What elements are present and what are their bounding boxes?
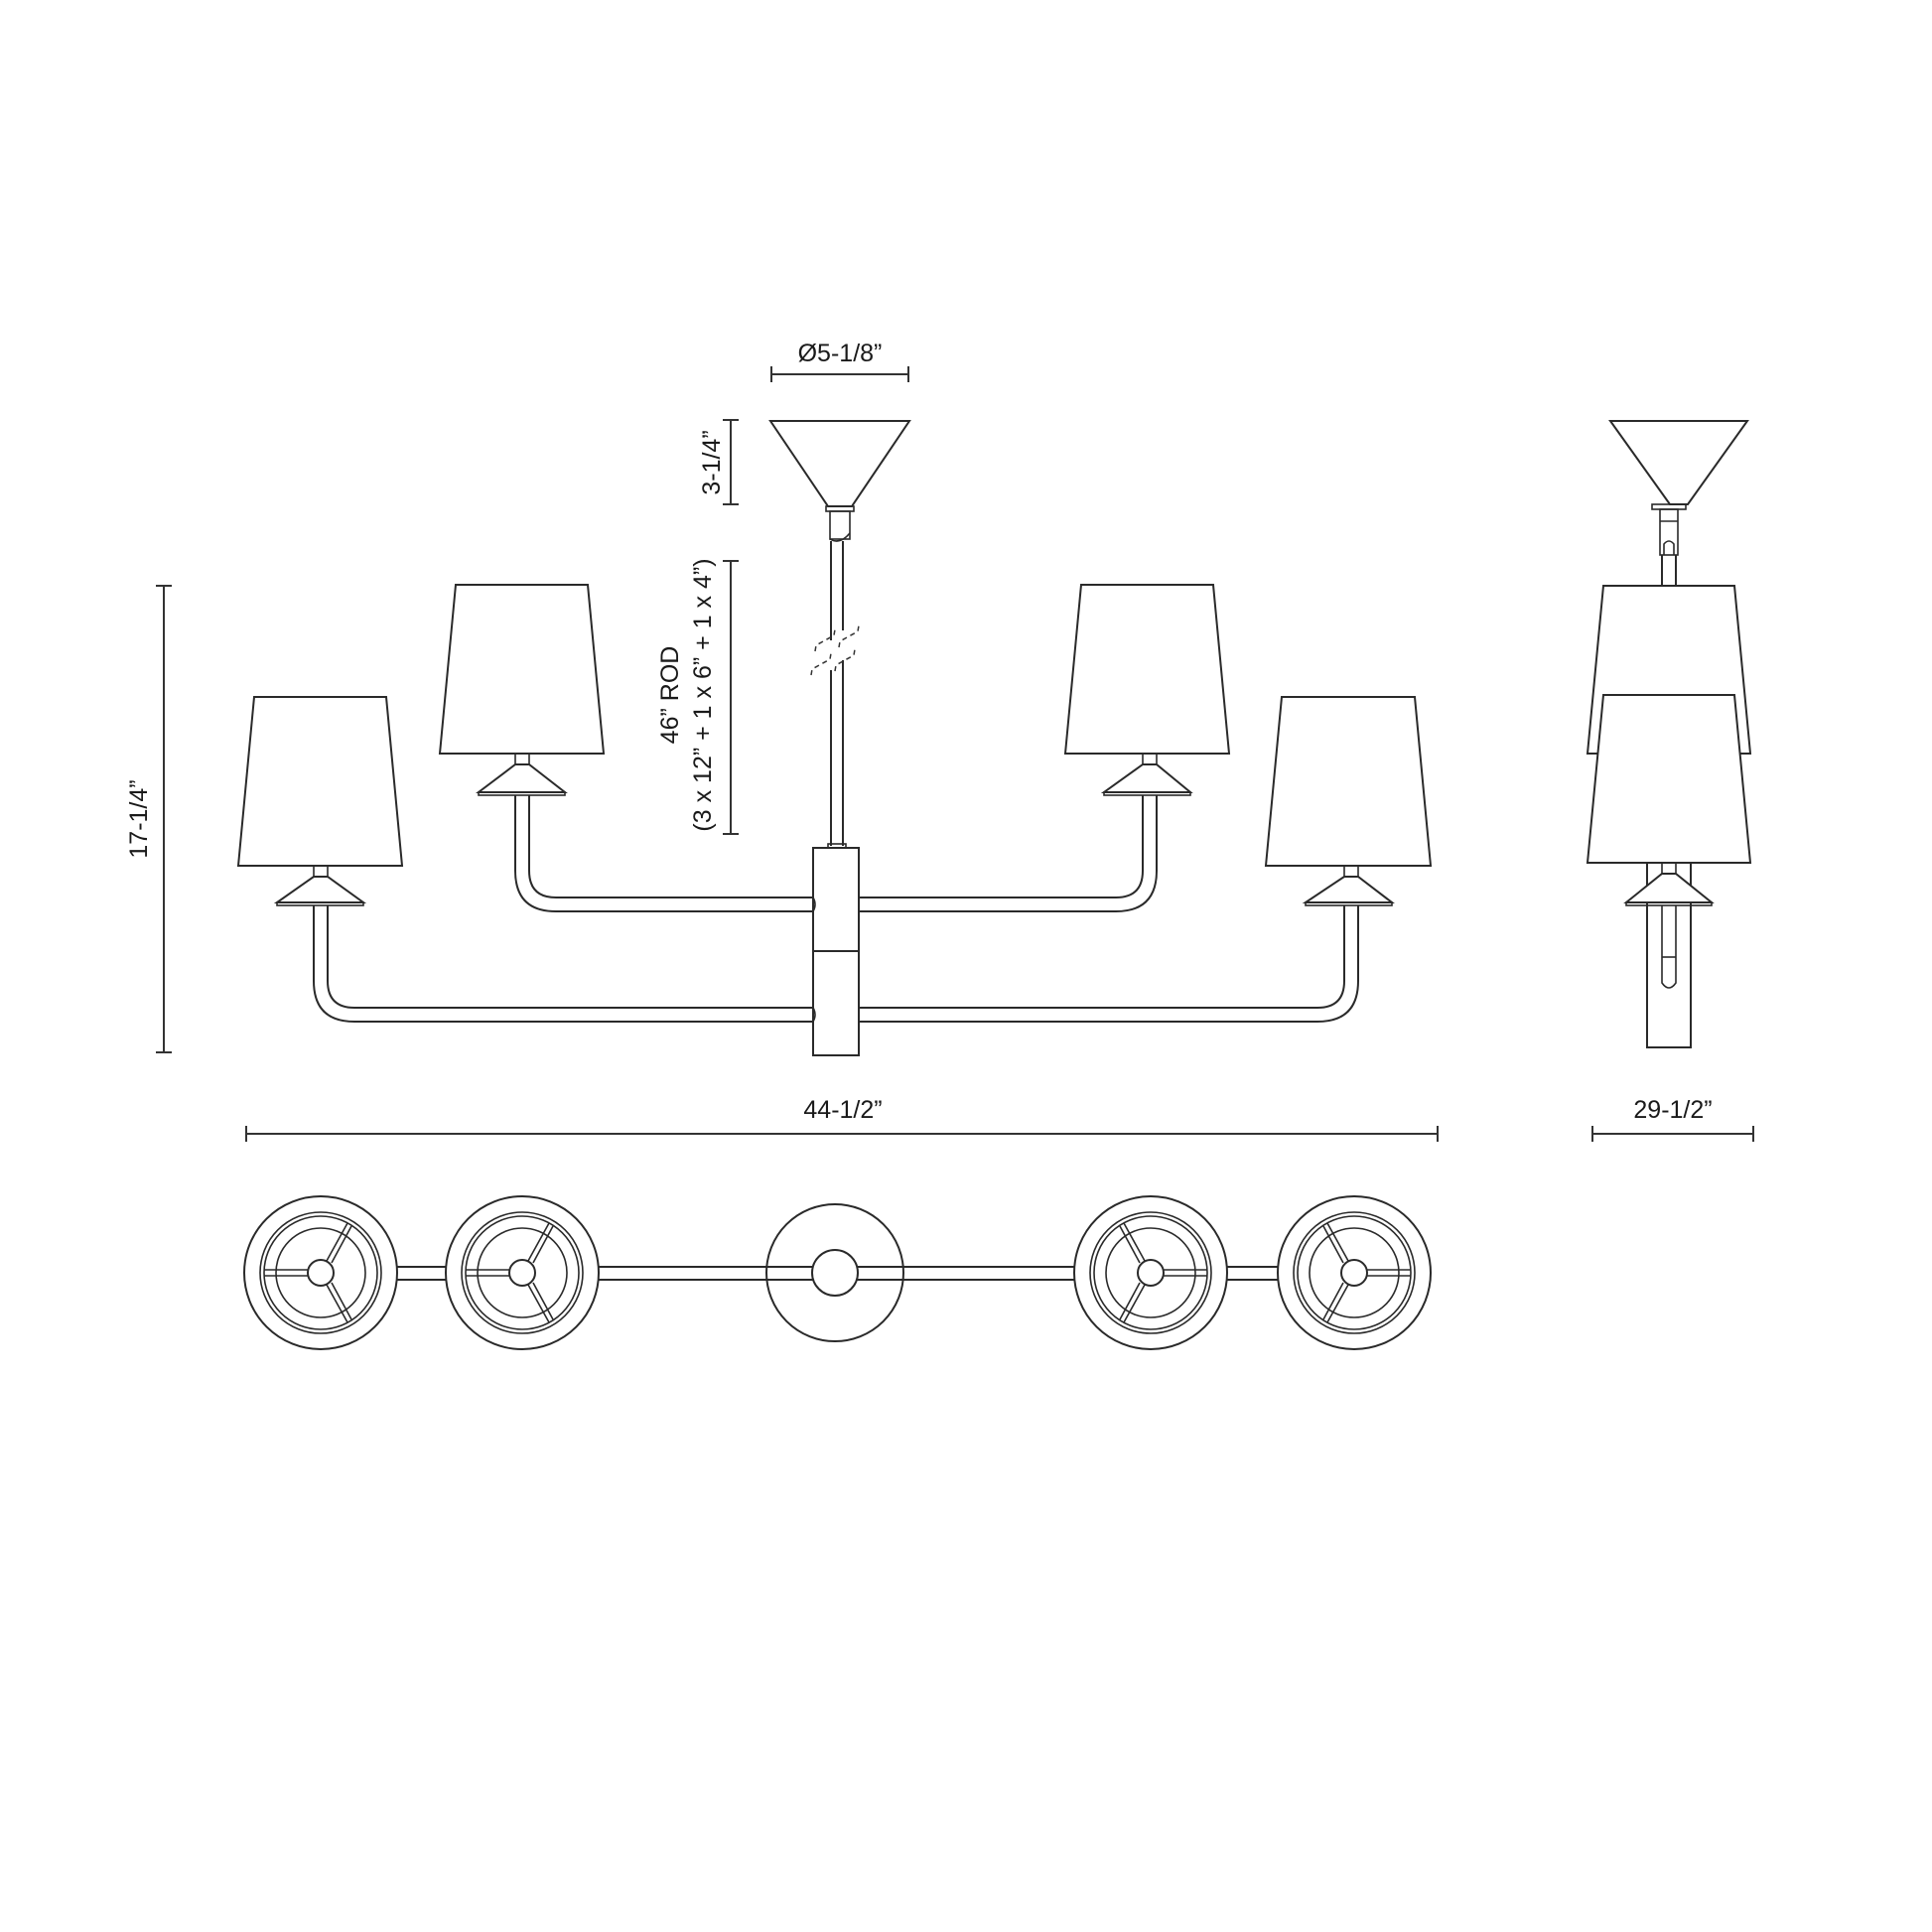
canopy-height-label: 3-1/4”	[698, 430, 726, 494]
lamp-shade-4	[1264, 696, 1433, 906]
dimension-fixture-height: 17-1/4”	[125, 585, 172, 1053]
canopy	[768, 420, 911, 542]
downrod	[810, 541, 860, 849]
dimension-canopy-height: 3-1/4”	[698, 419, 739, 505]
center-body	[812, 847, 860, 1056]
lower-arms	[313, 905, 1359, 1023]
plan-shade-1	[243, 1195, 398, 1350]
side-canopy	[1608, 420, 1749, 505]
side-front-shade	[1586, 694, 1752, 864]
plan-view	[243, 1195, 1432, 1350]
plan-shade-4	[1277, 1195, 1432, 1350]
lamp-shade-1	[236, 696, 404, 906]
dimension-fixture-width: 44-1/2”	[245, 1096, 1439, 1142]
fixture-height-label: 17-1/4”	[125, 779, 153, 858]
side-elevation	[1586, 420, 1752, 1048]
rod-break-symbol	[810, 624, 860, 676]
upper-arms	[514, 795, 1158, 912]
rod-length-label: 46” ROD	[656, 646, 684, 745]
fixture-depth-label: 29-1/2”	[1633, 1096, 1712, 1124]
dimension-rod-length: 46” ROD (3 x 12” + 1 x 6” + 1 x 4”)	[656, 558, 739, 835]
rod-composition-label: (3 x 12” + 1 x 6” + 1 x 4”)	[689, 558, 717, 831]
plan-shade-3	[1073, 1195, 1228, 1350]
dimension-canopy-diameter: Ø5-1/8”	[770, 340, 909, 382]
plan-shade-2	[445, 1195, 600, 1350]
dimension-fixture-depth: 29-1/2”	[1591, 1096, 1754, 1142]
canopy-diameter-label: Ø5-1/8”	[798, 340, 883, 367]
lamp-shade-2	[438, 584, 606, 796]
lamp-shade-3	[1063, 584, 1231, 796]
front-elevation	[236, 420, 1433, 1056]
fixture-width-label: 44-1/2”	[803, 1096, 882, 1124]
plan-canopy	[765, 1203, 904, 1342]
